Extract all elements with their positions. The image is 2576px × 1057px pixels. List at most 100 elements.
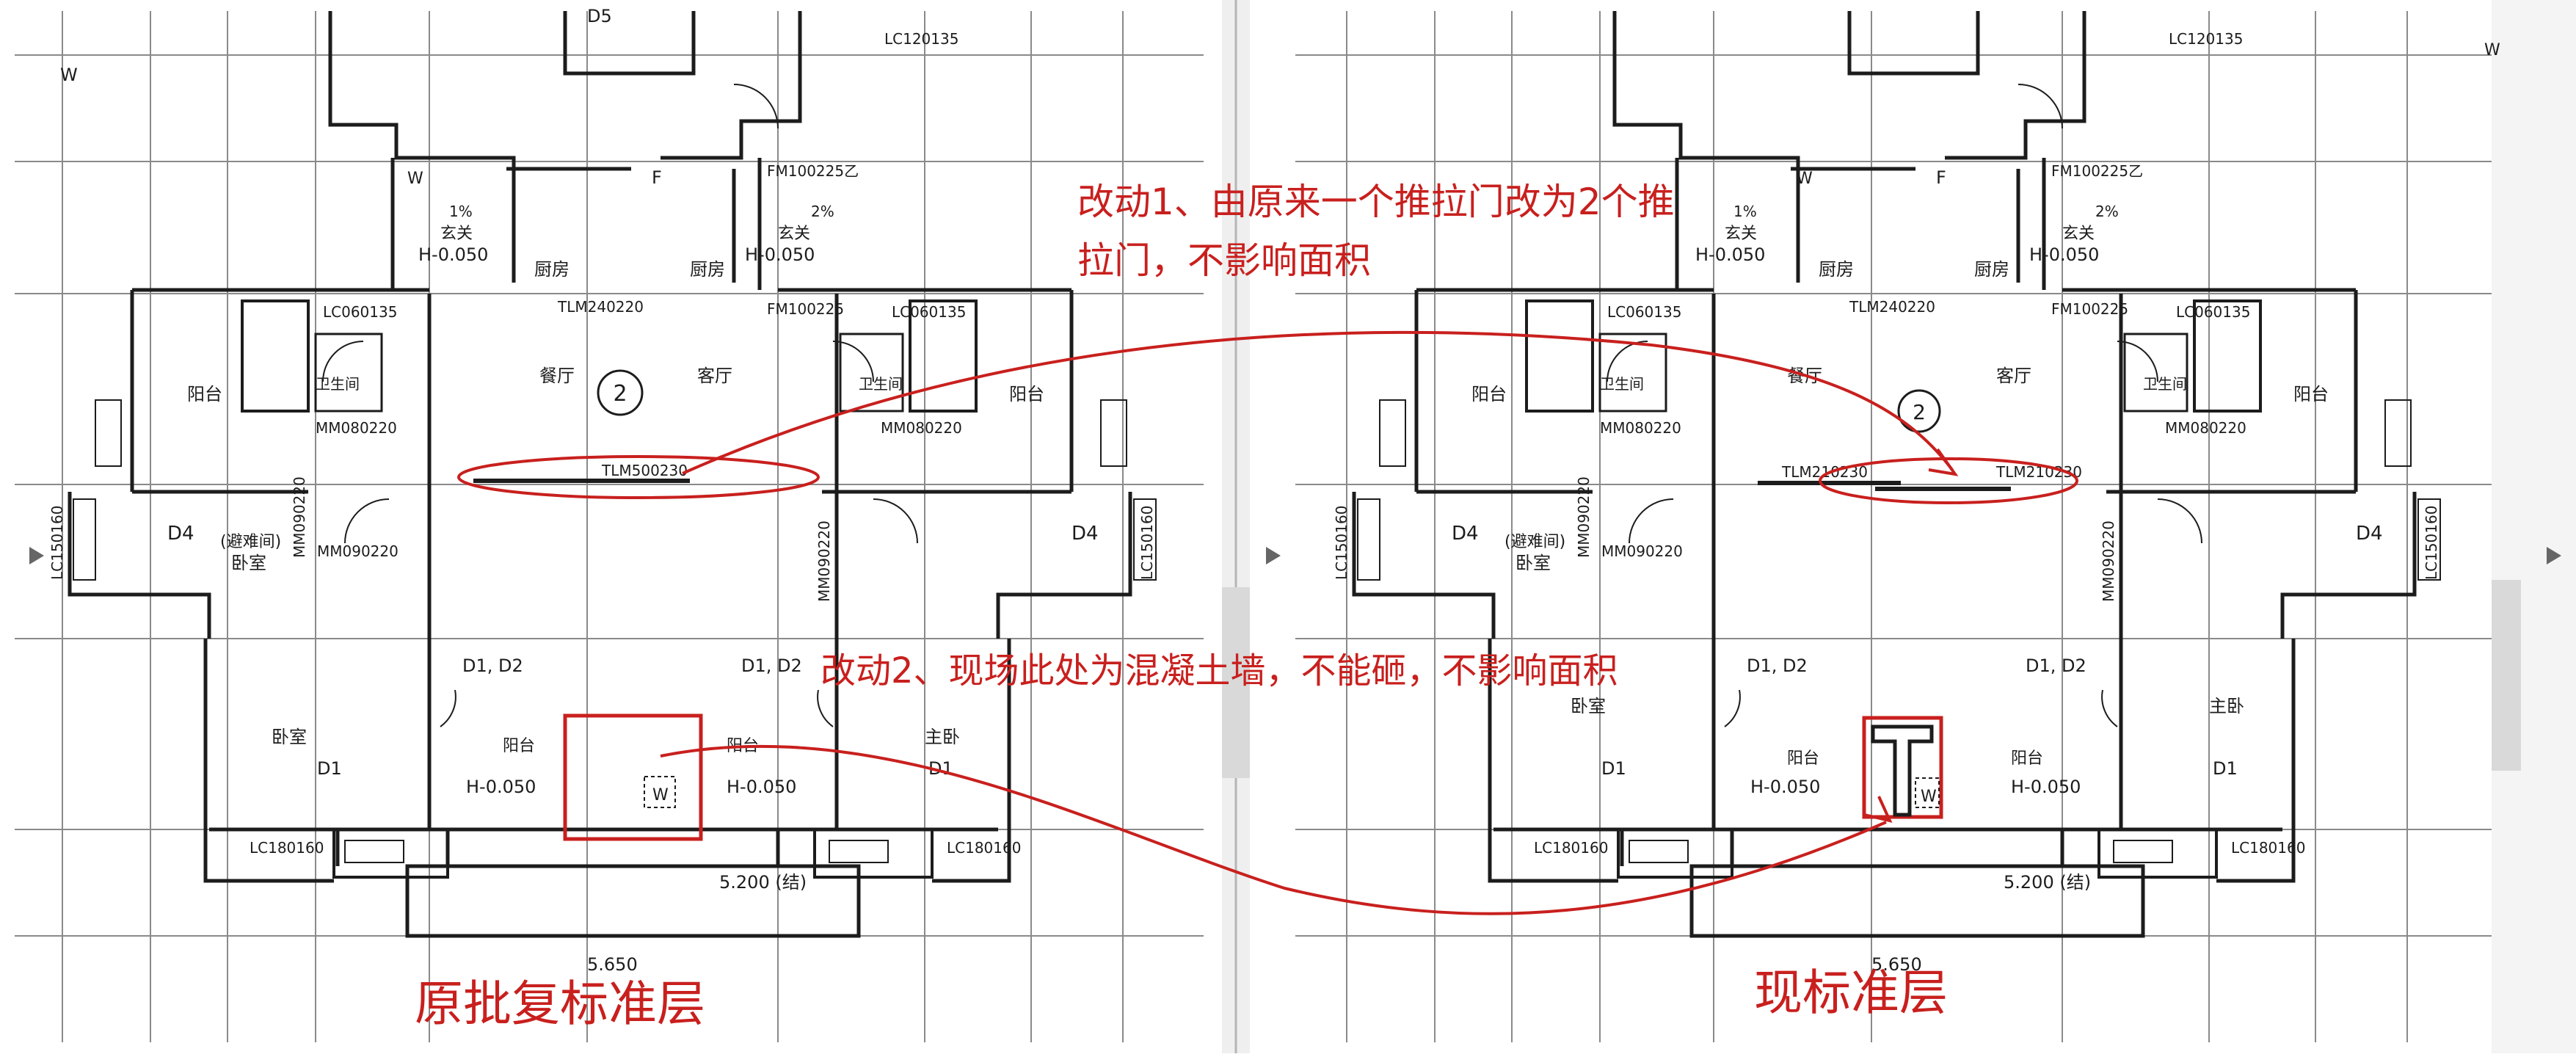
left-highlight-ellipse (457, 455, 820, 499)
right-code-tlm240220: TLM240220 (1849, 298, 1935, 316)
right-room-shelter: (避难间) (1505, 533, 1565, 551)
left-code-lc180160a: LC180160 (250, 839, 324, 857)
right-code-lc060135b: LC060135 (2176, 303, 2250, 321)
left-shaft-label: W (652, 786, 669, 804)
left-room-balcony-b: 阳台 (1009, 384, 1044, 404)
left-code-fm1002252: FM100225 (767, 300, 844, 318)
left-code-lc150160b: LC150160 (1138, 506, 1156, 580)
left-code-mm080220b: MM080220 (881, 419, 962, 437)
page-arrow-right-icon[interactable] (2547, 547, 2561, 564)
caption-current-plan: 现标准层 (1754, 965, 1948, 1021)
left-code-mm080220a: MM080220 (316, 419, 397, 437)
left-code-lc150160a: LC150160 (48, 506, 66, 580)
left-code-tlm500230: TLM500230 (601, 462, 688, 479)
right-level-h3: H-0.050 (1750, 777, 1820, 797)
right-code-mm090220c: MM090220 (2100, 520, 2117, 602)
right-room-entry-a: 玄关 (1725, 225, 1757, 243)
right-level-h1: H-0.050 (1695, 244, 1765, 265)
right-code-d1a: D1 (1601, 758, 1626, 779)
left-level-h2: H-0.050 (745, 244, 815, 265)
right-code-lc180160b: LC180160 (2231, 839, 2305, 857)
page-arrow-left-icon[interactable] (29, 547, 44, 564)
right-highlight-box (1862, 716, 1943, 819)
left-room-dining: 餐厅 (539, 366, 575, 386)
right-axis-circle (1897, 389, 1941, 433)
right-level-h4: H-0.050 (2011, 777, 2081, 797)
right-mark-f1: F (1936, 167, 1946, 188)
left-code-tlm240220: TLM240220 (557, 298, 644, 316)
right-mark-slope-a: 1% (1733, 203, 1757, 220)
right-code-fm1002251: FM100225乙 (2051, 162, 2143, 180)
right-shaft-label: W (1921, 788, 1937, 806)
right-code-d4a: D4 (1452, 523, 1479, 545)
left-windows (73, 399, 1157, 863)
left-shaft-box (644, 776, 676, 808)
left-highlight-box (563, 713, 703, 841)
left-code-lc180160b: LC180160 (947, 839, 1021, 857)
right-room-living: 客厅 (1996, 366, 2031, 386)
right-code-d1d2b: D1, D2 (2026, 655, 2086, 676)
left-dim-5200: 5.200 (结) (719, 872, 807, 893)
right-room-toilet-a: 卫生间 (1600, 375, 1644, 393)
connector-curves (660, 330, 1954, 915)
left-gridlines (15, 11, 1204, 1042)
right-margin (2492, 0, 2576, 1053)
left-code-fm1002251: FM100225乙 (767, 162, 859, 180)
connector-wall (660, 744, 1887, 915)
connector-arrowheads (1863, 448, 1959, 823)
left-mark-w1: W (60, 65, 78, 85)
right-room-bedroom-a: 卧室 (1516, 553, 1551, 573)
annotation-change1-line2: 拉门，不影响面积 (1077, 239, 1371, 282)
right-room-balcony-c: 阳台 (1787, 749, 1819, 768)
scroll-marker-right[interactable] (2492, 580, 2521, 771)
left-room-balcony-a: 阳台 (187, 384, 222, 404)
left-level-h4: H-0.050 (727, 777, 796, 797)
right-room-entry-b: 玄关 (2062, 225, 2095, 243)
right-room-bedroom-b: 卧室 (1571, 696, 1606, 716)
right-code-d1b: D1 (2213, 758, 2238, 779)
right-dim-5200: 5.200 (结) (2004, 872, 2091, 893)
right-code-lc120135: LC120135 (2169, 30, 2243, 48)
right-code-mm080220a: MM080220 (1600, 419, 1681, 437)
right-code-d1d2a: D1, D2 (1747, 655, 1808, 676)
right-code-lc150160b: LC150160 (2423, 506, 2440, 580)
left-code-mm090220c: MM090220 (815, 520, 833, 602)
left-room-bedroom-a: 卧室 (231, 553, 266, 573)
right-code-mm090220a: MM090220 (1601, 542, 1683, 560)
right-concrete-wall (1871, 724, 1934, 817)
left-code-lc120135: LC120135 (884, 30, 958, 48)
left-room-kitchen-b: 厨房 (690, 259, 725, 280)
page-arrow-mid-icon[interactable] (1266, 547, 1281, 564)
left-room-toilet-b: 卫生间 (859, 375, 903, 393)
annotation-change1-line1: 改动1、由原来一个推拉门改为2个推 (1077, 181, 1675, 223)
right-code-mm080220b: MM080220 (2165, 419, 2246, 437)
right-code-d4b: D4 (2356, 523, 2383, 545)
caption-original-plan: 原批复标准层 (415, 976, 705, 1032)
left-room-toilet-a: 卫生间 (316, 375, 360, 393)
left-room-master: 主卧 (925, 727, 960, 747)
annotation-change2: 改动2、现场此处为混凝土墙，不能砸，不影响面积 (821, 650, 1618, 691)
left-code-d1d2a: D1, D2 (462, 655, 523, 676)
arrowhead-sliding-door-icon (1928, 448, 1959, 476)
arrowhead-wall-icon (1863, 796, 1893, 823)
left-mark-slope-b: 2% (811, 203, 834, 220)
right-code-fm1002252: FM100225 (2051, 300, 2128, 318)
left-room-entry-b: 玄关 (778, 225, 810, 243)
right-mark-w2: W (2484, 41, 2500, 59)
connector-sliding-door (682, 330, 1954, 475)
right-room-balcony-a: 阳台 (1471, 384, 1507, 404)
left-level-h3: H-0.050 (466, 777, 536, 797)
left-door-swings (322, 84, 918, 727)
right-windows (1357, 399, 2441, 863)
right-code-lc150160a: LC150160 (1333, 506, 1350, 580)
scroll-marker-left[interactable] (1222, 587, 1250, 778)
left-axis-circle (597, 369, 644, 416)
right-mark-w1: W (1797, 170, 1813, 188)
right-room-toilet-b: 卫生间 (2143, 375, 2187, 393)
left-code-lc060135b: LC060135 (892, 303, 966, 321)
left-plan-labels: LC120135 FM100225乙 FM100225 TLM240220 LC… (48, 6, 1156, 975)
left-code-d4a: D4 (167, 523, 194, 545)
left-code-mm090220b: MM090220 (291, 476, 308, 558)
right-code-lc060135a: LC060135 (1607, 303, 1681, 321)
